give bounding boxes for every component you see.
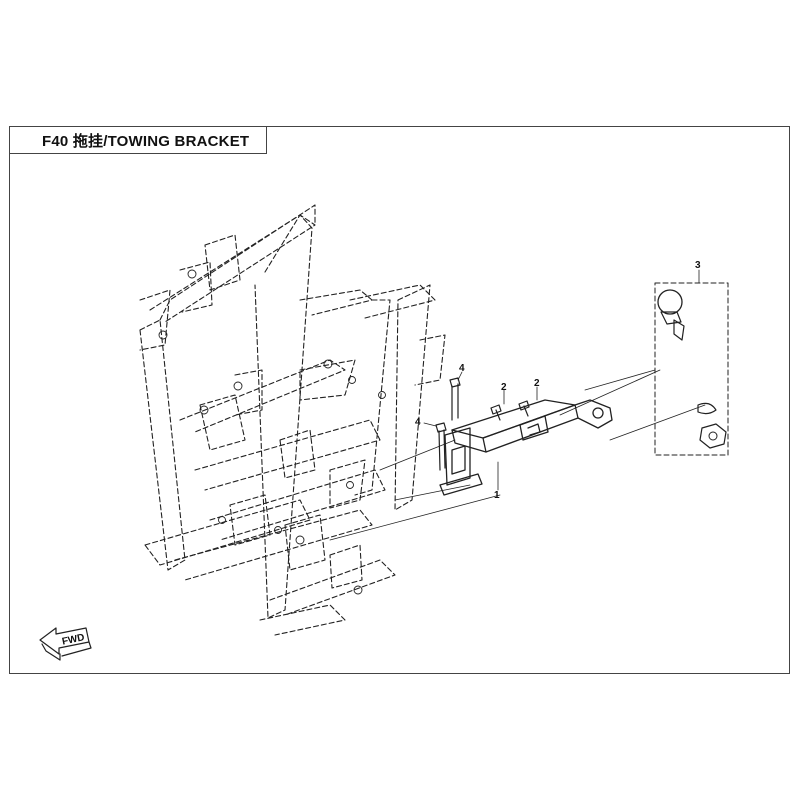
fwd-label: FWD [61, 632, 86, 647]
assembly-guide-lines [329, 369, 706, 541]
fwd-arrow-icon [39, 627, 92, 661]
callout-part-4-upper: 4 [459, 363, 465, 374]
callout-leaders [423, 269, 700, 491]
vehicle-frame [139, 204, 446, 636]
page-title: F40 拖挂/TOWING BRACKET [42, 132, 250, 150]
callout-part-1: 1 [494, 490, 500, 501]
tow-ball-subassembly-box [654, 282, 729, 456]
callout-part-2-left: 2 [501, 382, 507, 393]
towing-bracket-part [439, 399, 613, 496]
flange-bolts-part-2 [490, 400, 530, 421]
diagram-sheet-frame [9, 126, 790, 674]
callout-part-3: 3 [695, 260, 701, 271]
callout-part-2-right: 2 [534, 378, 540, 389]
frame-fasteners [158, 269, 386, 595]
callout-part-4-lower: 4 [415, 417, 421, 428]
title-block: F40 拖挂/TOWING BRACKET [9, 126, 267, 154]
long-bolts-part-4 [435, 377, 461, 471]
